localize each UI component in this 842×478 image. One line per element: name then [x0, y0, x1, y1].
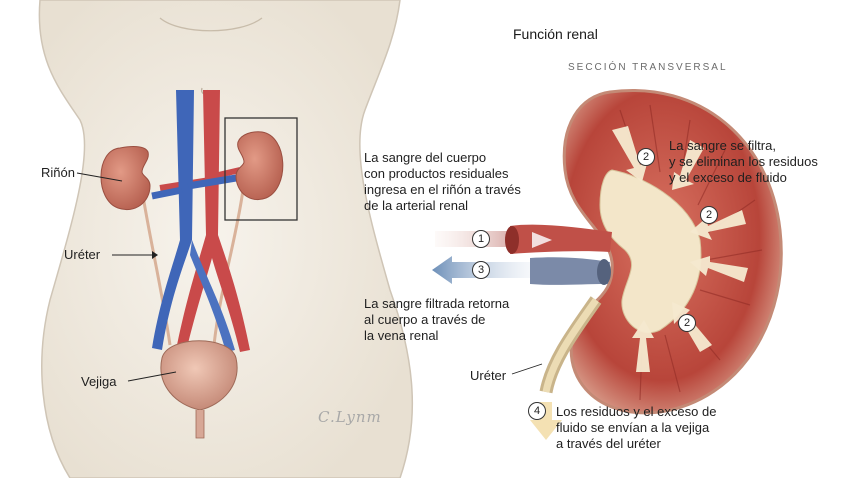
step1-text: La sangre del cuerpo con productos resid…: [364, 150, 521, 214]
renal-vein: [432, 256, 611, 285]
kidney-label: Riñón: [41, 165, 75, 181]
left-kidney: [101, 147, 150, 210]
section-subtitle: SECCIÓN TRANSVERSAL: [568, 62, 728, 73]
step3-text: La sangre filtrada retorna al cuerpo a t…: [364, 296, 509, 344]
torso: [0, 0, 440, 478]
step2-badge-middle: 2: [700, 206, 718, 224]
ureter-label: Uréter: [64, 247, 100, 263]
step4-text: Los residuos y el exceso de fluido se en…: [556, 404, 716, 452]
right-kidney: [236, 132, 283, 200]
step2-badge-top: 2: [637, 148, 655, 166]
step2-text: La sangre se filtra, y se eliminan los r…: [669, 138, 818, 186]
section-ureter-label: Uréter: [470, 368, 506, 384]
step4-badge: 4: [528, 402, 546, 420]
diagram-title: Función renal: [513, 26, 598, 42]
step3-badge: 3: [472, 261, 490, 279]
artist-signature: C.Lynm: [318, 408, 382, 426]
bladder-label: Vejiga: [81, 374, 116, 390]
step1-badge: 1: [472, 230, 490, 248]
renal-artery: [435, 225, 612, 254]
step2-badge-bottom: 2: [678, 314, 696, 332]
section-ureter-leader: [512, 364, 542, 374]
